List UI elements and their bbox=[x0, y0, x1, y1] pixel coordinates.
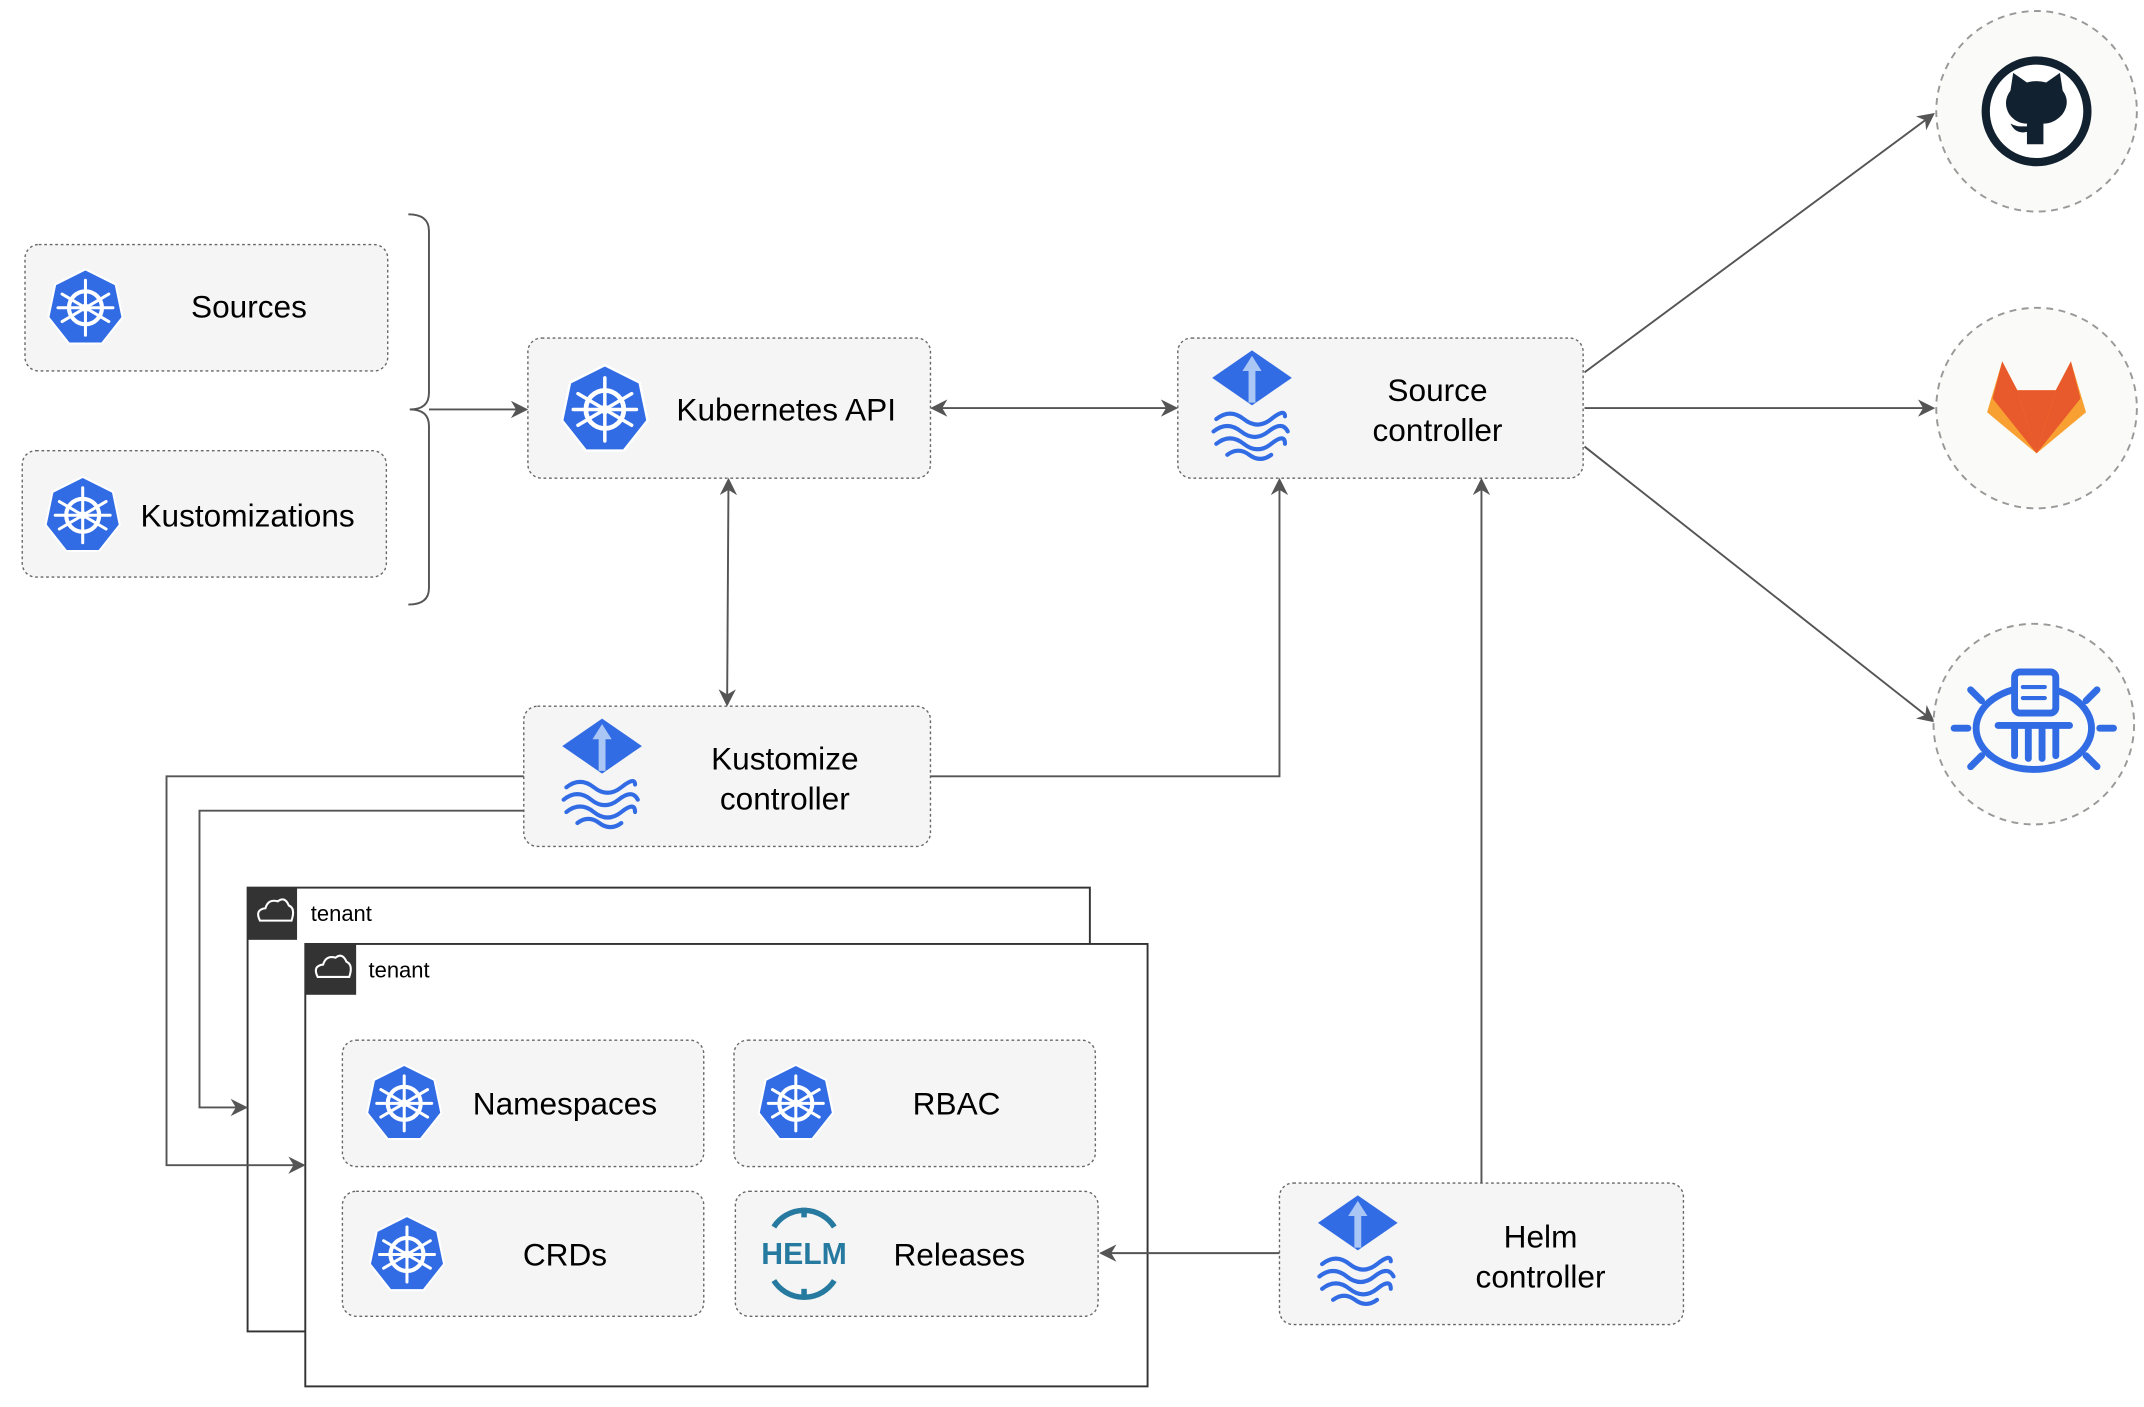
github-node[interactable] bbox=[1935, 10, 2138, 213]
crds-node[interactable]: CRDs bbox=[341, 1190, 705, 1318]
kubernetes-api-node[interactable]: Kubernetes API bbox=[527, 337, 932, 479]
github-icon bbox=[1981, 56, 2092, 167]
cloud-icon bbox=[314, 954, 352, 978]
source-controller-node[interactable]: Source controller bbox=[1177, 337, 1584, 479]
kustomize-controller-node[interactable]: Kustomize controller bbox=[523, 705, 932, 848]
helm-icon: HELM bbox=[761, 1207, 847, 1300]
kubernetes-api-label: Kubernetes API bbox=[676, 391, 896, 427]
releases-node[interactable]: HELM Releases bbox=[734, 1190, 1099, 1318]
edge-source-github bbox=[1583, 113, 1935, 374]
edge-kustomize-tenant bbox=[165, 775, 524, 1174]
helm-controller-label: controller bbox=[1476, 1258, 1606, 1294]
sources-label: Sources bbox=[191, 288, 307, 324]
gitlab-icon bbox=[1987, 361, 2087, 454]
source-controller-label: Source bbox=[1387, 372, 1487, 408]
kustomize-controller-label: controller bbox=[720, 780, 850, 816]
bucket-icon bbox=[1950, 668, 2117, 773]
tenant-label: tenant bbox=[311, 901, 372, 926]
rbac-node[interactable]: RBAC bbox=[733, 1039, 1097, 1168]
bucket-node[interactable] bbox=[1932, 622, 2136, 826]
source-controller-label: controller bbox=[1373, 412, 1503, 448]
helm-controller-node[interactable]: Helm controller bbox=[1278, 1182, 1685, 1326]
edge-kustomize-tenant bbox=[198, 809, 524, 1117]
kustomize-controller-label: Kustomize bbox=[711, 740, 858, 776]
namespaces-label: Namespaces bbox=[473, 1085, 657, 1121]
edge-api-kustomize bbox=[718, 477, 738, 707]
kustomizations-node[interactable]: Kustomizations bbox=[21, 449, 388, 578]
tenant-label: tenant bbox=[369, 958, 430, 983]
gitlab-node[interactable] bbox=[1935, 306, 2138, 510]
rbac-label: RBAC bbox=[913, 1085, 1001, 1121]
edge-source-bucket bbox=[1583, 445, 1935, 723]
namespaces-node[interactable]: Namespaces bbox=[341, 1039, 705, 1168]
kustomizations-label: Kustomizations bbox=[140, 497, 354, 533]
svg-text:HELM: HELM bbox=[761, 1238, 847, 1271]
crds-label: CRDs bbox=[523, 1236, 607, 1272]
grouping-brace bbox=[408, 213, 430, 606]
cloud-icon bbox=[257, 898, 295, 922]
helm-controller-label: Helm bbox=[1504, 1219, 1578, 1255]
releases-label: Releases bbox=[893, 1236, 1025, 1272]
sources-node[interactable]: Sources bbox=[24, 243, 389, 372]
edge-kustomize-source bbox=[930, 477, 1289, 778]
